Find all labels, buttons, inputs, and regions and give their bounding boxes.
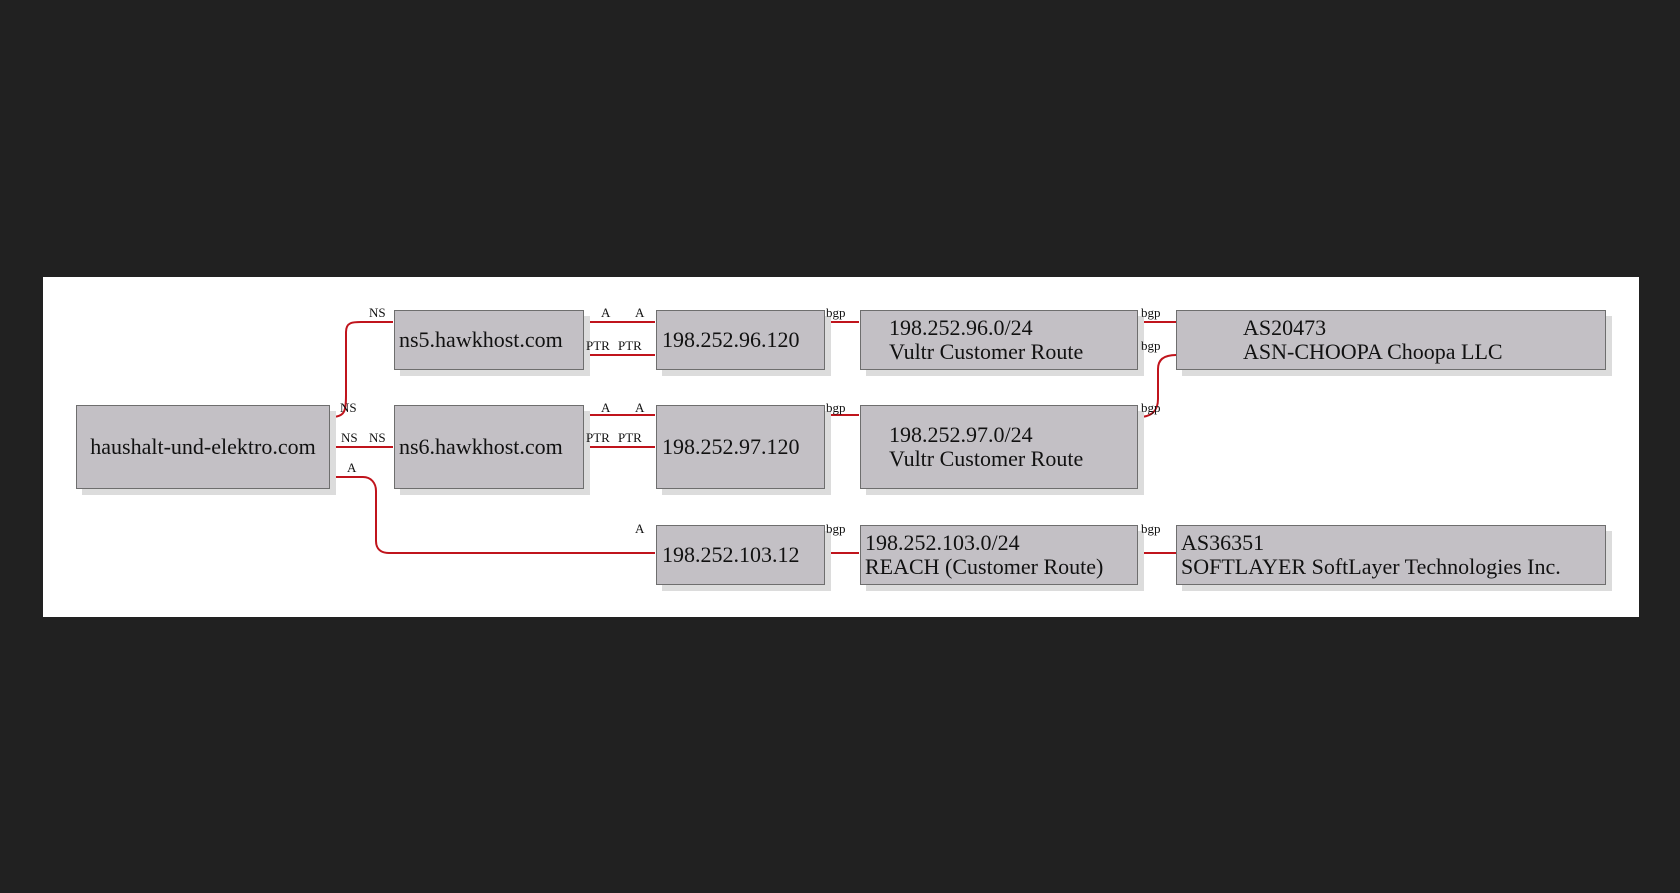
edge-label-bgp-net97: bgp bbox=[1141, 400, 1161, 415]
edge-label-ptr-ns5-target: PTR bbox=[618, 338, 642, 353]
edge-label-bgp-ip103: bgp bbox=[826, 521, 846, 536]
edge-label-bgp-ip97: bgp bbox=[826, 400, 846, 415]
node-as36351-line2: SOFTLAYER SoftLayer Technologies Inc. bbox=[1181, 554, 1561, 579]
node-as20473-line2: ASN-CHOOPA Choopa LLC bbox=[1243, 339, 1503, 364]
node-net103[interactable]: 198.252.103.0/24 REACH (Customer Route) bbox=[860, 525, 1138, 585]
node-ip103[interactable]: 198.252.103.12 bbox=[656, 525, 825, 585]
edge-label-ns-ns5-source: NS bbox=[340, 400, 357, 415]
graph-canvas: haushalt-und-elektro.com ns5.hawkhost.co… bbox=[43, 277, 1639, 617]
node-ip97[interactable]: 198.252.97.120 bbox=[656, 405, 825, 489]
node-as36351[interactable]: AS36351 SOFTLAYER SoftLayer Technologies… bbox=[1176, 525, 1606, 585]
node-net97[interactable]: 198.252.97.0/24 Vultr Customer Route bbox=[860, 405, 1138, 489]
node-net103-line1: 198.252.103.0/24 bbox=[865, 530, 1020, 555]
edge-net97-as20473 bbox=[1138, 354, 1177, 418]
edge-label-bgp-net96: bgp bbox=[1141, 305, 1161, 320]
node-net97-line2: Vultr Customer Route bbox=[889, 446, 1084, 471]
edge-label-ptr-ns6-source: PTR bbox=[586, 430, 610, 445]
edges-layer bbox=[330, 321, 1177, 554]
node-net103-line2: REACH (Customer Route) bbox=[865, 554, 1104, 579]
node-ns5[interactable]: ns5.hawkhost.com bbox=[394, 310, 584, 370]
node-as36351-line1: AS36351 bbox=[1181, 530, 1265, 555]
edge-label-ptr-ns5-source: PTR bbox=[586, 338, 610, 353]
node-ip96-label: 198.252.96.120 bbox=[662, 327, 800, 352]
edge-label-a-ns6-target: A bbox=[635, 400, 645, 415]
edge-label-ns-ns6-target: NS bbox=[369, 430, 386, 445]
node-ip103-label: 198.252.103.12 bbox=[662, 542, 800, 567]
edge-label-ns-ns5-target: NS bbox=[369, 305, 386, 320]
node-ip96[interactable]: 198.252.96.120 bbox=[656, 310, 825, 370]
edge-label-bgp-net103: bgp bbox=[1141, 521, 1161, 536]
node-net96-line2: Vultr Customer Route bbox=[889, 339, 1084, 364]
edge-label-bgp-as20473: bgp bbox=[1141, 338, 1161, 353]
edge-domain-ns5 bbox=[330, 321, 393, 418]
node-as20473-line1: AS20473 bbox=[1243, 315, 1327, 340]
edge-label-a-ns5-source: A bbox=[601, 305, 611, 320]
node-ns6[interactable]: ns6.hawkhost.com bbox=[394, 405, 584, 489]
edge-label-bgp-ip96: bgp bbox=[826, 305, 846, 320]
node-net96[interactable]: 198.252.96.0/24 Vultr Customer Route bbox=[860, 310, 1138, 370]
node-ns6-label: ns6.hawkhost.com bbox=[399, 434, 563, 459]
node-domain-label: haushalt-und-elektro.com bbox=[90, 434, 316, 459]
node-ns5-label: ns5.hawkhost.com bbox=[399, 327, 563, 352]
edge-label-ns-ns6-source: NS bbox=[341, 430, 358, 445]
edge-label-a-domain: A bbox=[347, 460, 357, 475]
edge-label-a-ns6-source: A bbox=[601, 400, 611, 415]
node-net96-line1: 198.252.96.0/24 bbox=[889, 315, 1033, 340]
node-net97-line1: 198.252.97.0/24 bbox=[889, 422, 1033, 447]
node-domain[interactable]: haushalt-und-elektro.com bbox=[76, 405, 330, 489]
edge-label-ptr-ns6-target: PTR bbox=[618, 430, 642, 445]
edge-label-a-ip103: A bbox=[635, 521, 645, 536]
node-ip97-label: 198.252.97.120 bbox=[662, 434, 800, 459]
edge-label-a-ns5-target: A bbox=[635, 305, 645, 320]
edge-domain-ip103 bbox=[331, 476, 655, 554]
node-as20473[interactable]: AS20473 ASN-CHOOPA Choopa LLC bbox=[1176, 310, 1606, 370]
